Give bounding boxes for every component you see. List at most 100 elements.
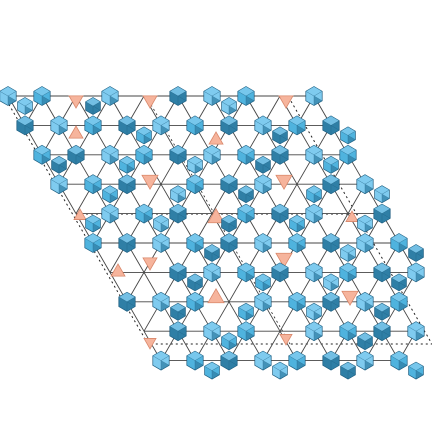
octahedron-face bbox=[187, 156, 203, 166]
unit-cell-outline bbox=[3, 95, 432, 345]
octahedron-face bbox=[228, 360, 238, 371]
octahedron-face bbox=[330, 301, 340, 312]
blue-octahedron bbox=[187, 273, 203, 292]
blue-octahedron bbox=[169, 144, 187, 165]
octahedron-face bbox=[177, 272, 187, 283]
blue-octahedron bbox=[272, 126, 288, 145]
blue-octahedron bbox=[237, 321, 255, 342]
octahedron-face bbox=[228, 242, 238, 253]
blue-octahedron bbox=[339, 144, 357, 165]
octahedron-face bbox=[194, 360, 204, 371]
salmon-triangle bbox=[207, 288, 225, 304]
octahedron-face bbox=[381, 193, 390, 204]
octahedron-face bbox=[92, 125, 102, 136]
octahedron-face bbox=[288, 233, 306, 244]
octahedron-face bbox=[238, 303, 254, 313]
octahedron-face bbox=[296, 360, 306, 371]
blue-octahedron bbox=[374, 302, 390, 321]
blue-octahedron bbox=[186, 115, 204, 136]
octahedron-face bbox=[24, 125, 34, 136]
blue-octahedron bbox=[221, 97, 237, 115]
blue-octahedron bbox=[288, 350, 306, 371]
blue-octahedron bbox=[203, 262, 221, 283]
octahedron-face bbox=[204, 361, 220, 371]
blue-octahedron bbox=[101, 86, 119, 106]
octahedron-face bbox=[322, 115, 340, 126]
blue-octahedron bbox=[322, 233, 340, 253]
blue-octahedron bbox=[254, 350, 272, 371]
octahedron-face bbox=[322, 174, 340, 185]
octahedron-face bbox=[101, 203, 119, 214]
octahedron-face bbox=[381, 272, 391, 283]
octahedron-face bbox=[262, 282, 271, 292]
octahedron-face bbox=[279, 272, 289, 283]
octahedron-face bbox=[16, 115, 34, 126]
blue-octahedron bbox=[374, 185, 390, 204]
blue-octahedron bbox=[135, 203, 153, 224]
octahedron-face bbox=[101, 145, 119, 156]
blue-octahedron bbox=[0, 86, 17, 106]
blue-octahedron bbox=[408, 361, 424, 380]
blue-octahedron bbox=[254, 233, 272, 253]
octahedron-face bbox=[228, 183, 238, 195]
octahedron-face bbox=[347, 154, 357, 165]
octahedron-face bbox=[119, 156, 135, 166]
octahedron-face bbox=[364, 360, 374, 371]
octahedron-face bbox=[203, 262, 221, 273]
blue-octahedron bbox=[255, 273, 271, 292]
salmon-triangle bbox=[73, 208, 87, 220]
blue-octahedron bbox=[85, 214, 101, 233]
octahedron-face bbox=[262, 125, 272, 136]
octahedron-face bbox=[126, 164, 135, 174]
octahedron-face bbox=[211, 154, 221, 165]
octahedron-face bbox=[254, 292, 272, 303]
octahedron-face bbox=[194, 164, 203, 174]
octahedron-face bbox=[126, 183, 136, 195]
octahedron-face bbox=[109, 154, 119, 165]
octahedron-face bbox=[330, 164, 339, 174]
blue-octahedron bbox=[203, 321, 221, 342]
octahedron-face bbox=[390, 292, 408, 303]
blue-octahedron bbox=[170, 185, 186, 204]
octahedron-face bbox=[313, 272, 323, 283]
octahedron-face bbox=[415, 272, 425, 283]
octahedron-face bbox=[296, 301, 306, 312]
salmon-triangle bbox=[141, 174, 159, 190]
blue-octahedron bbox=[186, 174, 204, 195]
blue-octahedron bbox=[67, 144, 85, 165]
octahedron-face bbox=[237, 86, 255, 97]
blue-octahedron bbox=[289, 214, 305, 233]
octahedron-face bbox=[136, 126, 152, 136]
octahedron-face bbox=[415, 252, 424, 262]
octahedron-face bbox=[347, 370, 356, 380]
octahedron-face bbox=[347, 272, 357, 283]
octahedron-face bbox=[24, 105, 33, 115]
blue-octahedron bbox=[221, 332, 237, 351]
octahedron-face bbox=[305, 262, 323, 273]
octahedron-face bbox=[160, 125, 170, 136]
salmon-triangle bbox=[275, 174, 293, 190]
octahedron-face bbox=[221, 332, 237, 342]
octahedron-face bbox=[220, 350, 238, 361]
blue-octahedron bbox=[356, 174, 374, 195]
octahedron-face bbox=[118, 233, 136, 244]
blue-octahedron bbox=[101, 144, 119, 165]
blue-octahedron bbox=[306, 302, 322, 321]
octahedron-face bbox=[203, 145, 221, 156]
blue-octahedron bbox=[84, 174, 102, 195]
octahedron-face bbox=[92, 242, 102, 253]
octahedron-face bbox=[330, 183, 340, 195]
blue-octahedron bbox=[84, 233, 102, 253]
blue-octahedron bbox=[204, 244, 220, 262]
octahedron-face bbox=[33, 145, 51, 156]
octahedron-face bbox=[322, 350, 340, 361]
octahedron-face bbox=[84, 174, 102, 185]
octahedron-face bbox=[347, 135, 356, 145]
octahedron-face bbox=[50, 115, 68, 126]
octahedron-face bbox=[75, 154, 85, 165]
blue-octahedron bbox=[186, 350, 204, 371]
octahedron-face bbox=[398, 360, 408, 371]
octahedron-face bbox=[160, 360, 170, 371]
salmon-triangle bbox=[68, 125, 84, 139]
octahedron-face bbox=[228, 340, 237, 351]
